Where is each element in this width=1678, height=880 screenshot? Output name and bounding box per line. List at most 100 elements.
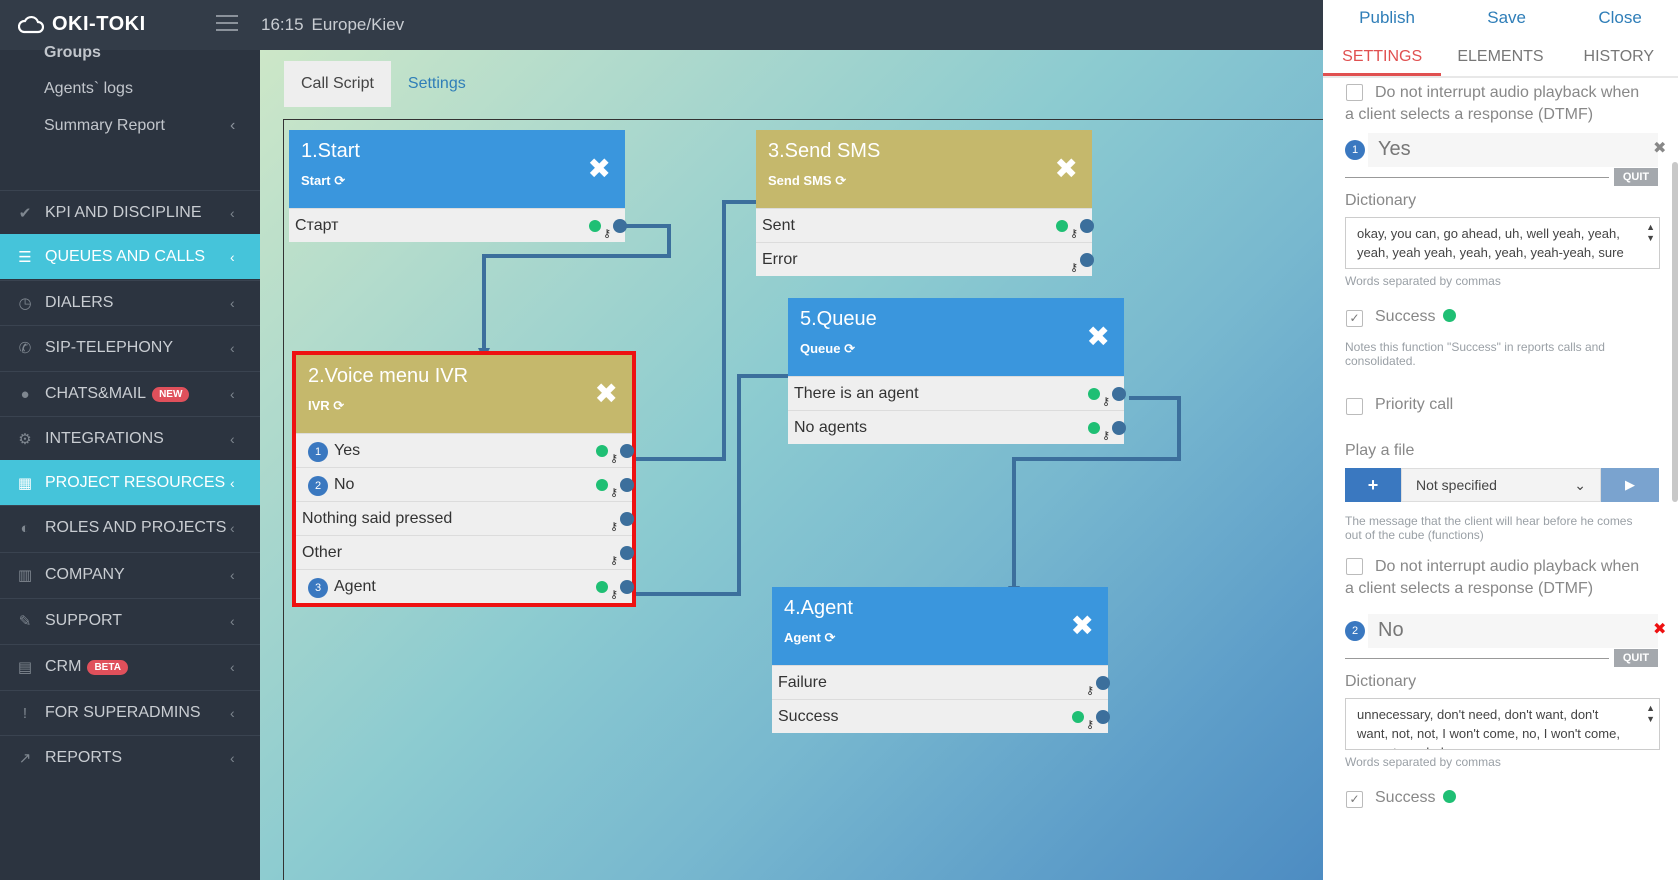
key-icon: ⚷ (602, 228, 611, 240)
timezone: Europe/Kiev (311, 15, 405, 34)
output-port[interactable] (613, 219, 627, 233)
output-port[interactable] (620, 478, 634, 492)
output-port[interactable] (620, 512, 634, 526)
sidebar-sub-summary-report[interactable]: Summary Report‹ (44, 117, 236, 134)
dtmf-checkbox-2[interactable] (1346, 558, 1363, 575)
status-dot-icon (1056, 220, 1068, 232)
publish-button[interactable]: Publish (1359, 8, 1415, 27)
sidebar-item-project-resources[interactable]: ▦PROJECT RESOURCES‹ (0, 460, 260, 505)
output-label: Yes (334, 442, 361, 459)
response-input-yes[interactable]: Yes (1368, 133, 1658, 167)
close-icon[interactable]: ✖ (1086, 321, 1110, 352)
dtmf-label-1: Do not interrupt audio playback when a c… (1345, 84, 1640, 123)
play-file-label: Play a file (1345, 442, 1415, 459)
panel-scrollbar[interactable] (1672, 162, 1678, 502)
refresh-icon[interactable]: ⟳ (334, 173, 346, 188)
sidebar-item-dialers[interactable]: ◷DIALERS‹ (0, 280, 260, 325)
quit-button-2[interactable]: QUIT (1614, 649, 1658, 667)
spinner-icon[interactable]: ▲▼ (1646, 222, 1655, 243)
editor-panel: Publish Save Close SETTINGS ELEMENTS HIS… (1323, 0, 1678, 880)
sidebar-item-for-superadmins[interactable]: !FOR SUPERADMINS‹ (0, 690, 260, 735)
success-dot-icon (1443, 309, 1457, 322)
output-port[interactable] (1096, 710, 1110, 724)
sidebar-item-label: CHATS&MAIL (45, 385, 147, 402)
file-select[interactable]: Not specified⌄ (1401, 468, 1601, 502)
panel-body: Do not interrupt audio playback when a c… (1323, 78, 1678, 880)
refresh-icon[interactable]: ⟳ (824, 630, 836, 645)
output-label: Other (302, 544, 343, 561)
priority-checkbox[interactable] (1346, 398, 1363, 415)
success-checkbox-1[interactable]: ✓ (1346, 310, 1363, 327)
delete-response-icon[interactable]: ✖ (1653, 621, 1667, 638)
close-icon[interactable]: ✖ (1070, 610, 1094, 641)
close-button[interactable]: Close (1598, 8, 1642, 27)
sidebar-item-roles-and-projects[interactable]: ◐ROLES AND PROJECTS‹ (0, 505, 260, 550)
dictionary-textarea-2[interactable]: unnecessary, don't need, don't want, don… (1345, 698, 1660, 750)
close-icon[interactable]: ✖ (587, 153, 611, 184)
tab-panel-elements[interactable]: ELEMENTS (1457, 48, 1544, 65)
tab-panel-history[interactable]: HISTORY (1583, 48, 1655, 65)
output-port[interactable] (620, 546, 634, 560)
spinner-icon[interactable]: ▲▼ (1646, 703, 1655, 724)
sidebar-item-kpi-and-discipline[interactable]: ✔KPI AND DISCIPLINE‹ (0, 190, 260, 235)
tab-settings[interactable]: Settings (407, 75, 466, 92)
response-number: 2 (308, 476, 328, 496)
toggle-icon: ◐ (20, 519, 30, 537)
close-icon[interactable]: ✖ (1054, 153, 1078, 184)
output-port[interactable] (620, 444, 634, 458)
chevron-left-icon: ‹ (230, 474, 235, 491)
output-port[interactable] (1096, 676, 1110, 690)
key-icon: ⚷ (609, 453, 618, 465)
output-port[interactable] (1080, 253, 1094, 267)
sidebar-sub-agents-logs[interactable]: Agents` logs (44, 80, 133, 97)
tab-call-script[interactable]: Call Script (284, 61, 391, 107)
refresh-icon[interactable]: ⟳ (333, 398, 345, 413)
key-icon: ⚷ (1085, 719, 1094, 731)
logo[interactable]: OKI-TOKI (18, 13, 146, 36)
play-button[interactable]: ▶ (1601, 468, 1659, 502)
clock-icon: ◷ (18, 295, 32, 312)
output-port[interactable] (1112, 387, 1126, 401)
output-port[interactable] (620, 580, 634, 594)
phone-icon: ✆ (18, 340, 32, 357)
refresh-icon[interactable]: ⟳ (844, 341, 855, 356)
sidebar-item-sip-telephony[interactable]: ✆SIP-TELEPHONY‹ (0, 325, 260, 370)
sidebar-sub-groups[interactable]: Groups (44, 44, 101, 61)
delete-response-icon[interactable]: ✖ (1653, 140, 1667, 157)
quit-button-1[interactable]: QUIT (1614, 168, 1658, 186)
close-icon[interactable]: ✖ (594, 378, 618, 409)
sidebar-item-integrations[interactable]: ⚙INTEGRATIONS‹ (0, 416, 260, 461)
sidebar-item-queues-and-calls[interactable]: ☰QUEUES AND CALLS‹ (0, 234, 260, 279)
save-button[interactable]: Save (1487, 8, 1526, 27)
dtmf-checkbox-1[interactable] (1346, 84, 1363, 101)
refresh-icon[interactable]: ⟳ (835, 173, 847, 188)
dictionary-textarea-1[interactable]: okay, you can, go ahead, uh, well yeah, … (1345, 217, 1660, 269)
sidebar-item-company[interactable]: ▥COMPANY‹ (0, 552, 260, 597)
tab-panel-settings[interactable]: SETTINGS (1323, 36, 1442, 76)
node-output-row: Failure⚷ (772, 665, 1110, 699)
output-port[interactable] (1080, 219, 1094, 233)
arrowhead (478, 348, 490, 360)
sidebar-item-support[interactable]: ✎SUPPORT‹ (0, 598, 260, 643)
menu-toggle-icon[interactable] (216, 15, 238, 33)
response-input-no[interactable]: No (1368, 614, 1658, 648)
sidebar-item-label: REPORTS (45, 749, 123, 766)
add-file-button[interactable]: + (1345, 468, 1401, 502)
sidebar-item-reports[interactable]: ↗REPORTS‹ (0, 735, 260, 780)
output-port[interactable] (1112, 421, 1126, 435)
success-checkbox-2[interactable]: ✓ (1346, 791, 1363, 808)
success-note: Notes this function "Success" in reports… (1345, 340, 1605, 368)
